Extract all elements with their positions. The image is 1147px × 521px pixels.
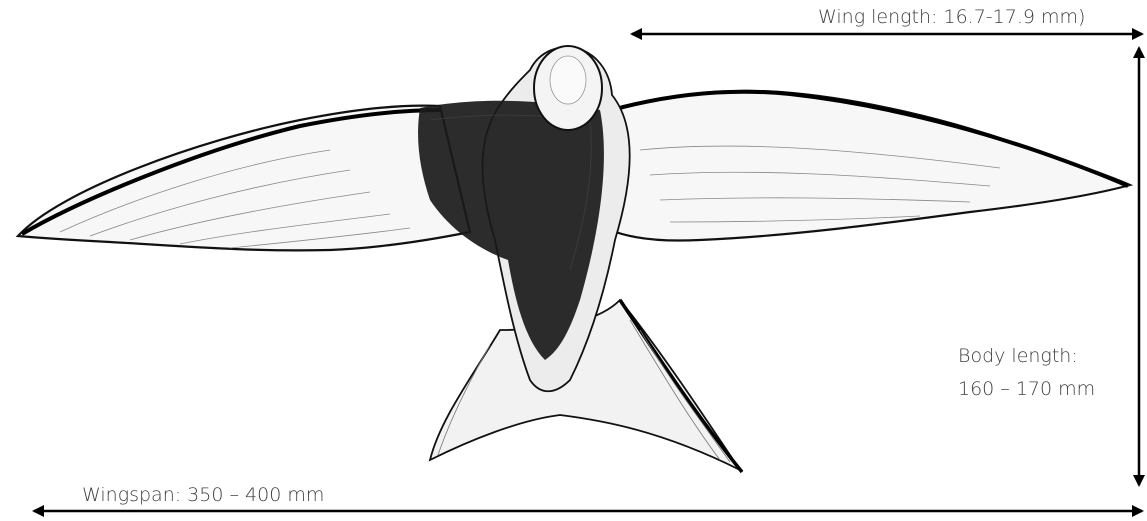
swift-bird-illustration [18,46,1130,472]
body-length-label: Body length: [958,347,1078,366]
wing-length-label: Wing length: 16.7-17.9 mm) [818,8,1085,27]
wingspan-label: Wingspan: 350 – 400 mm [82,486,324,505]
body-length-value: 160 – 170 mm [958,380,1095,399]
